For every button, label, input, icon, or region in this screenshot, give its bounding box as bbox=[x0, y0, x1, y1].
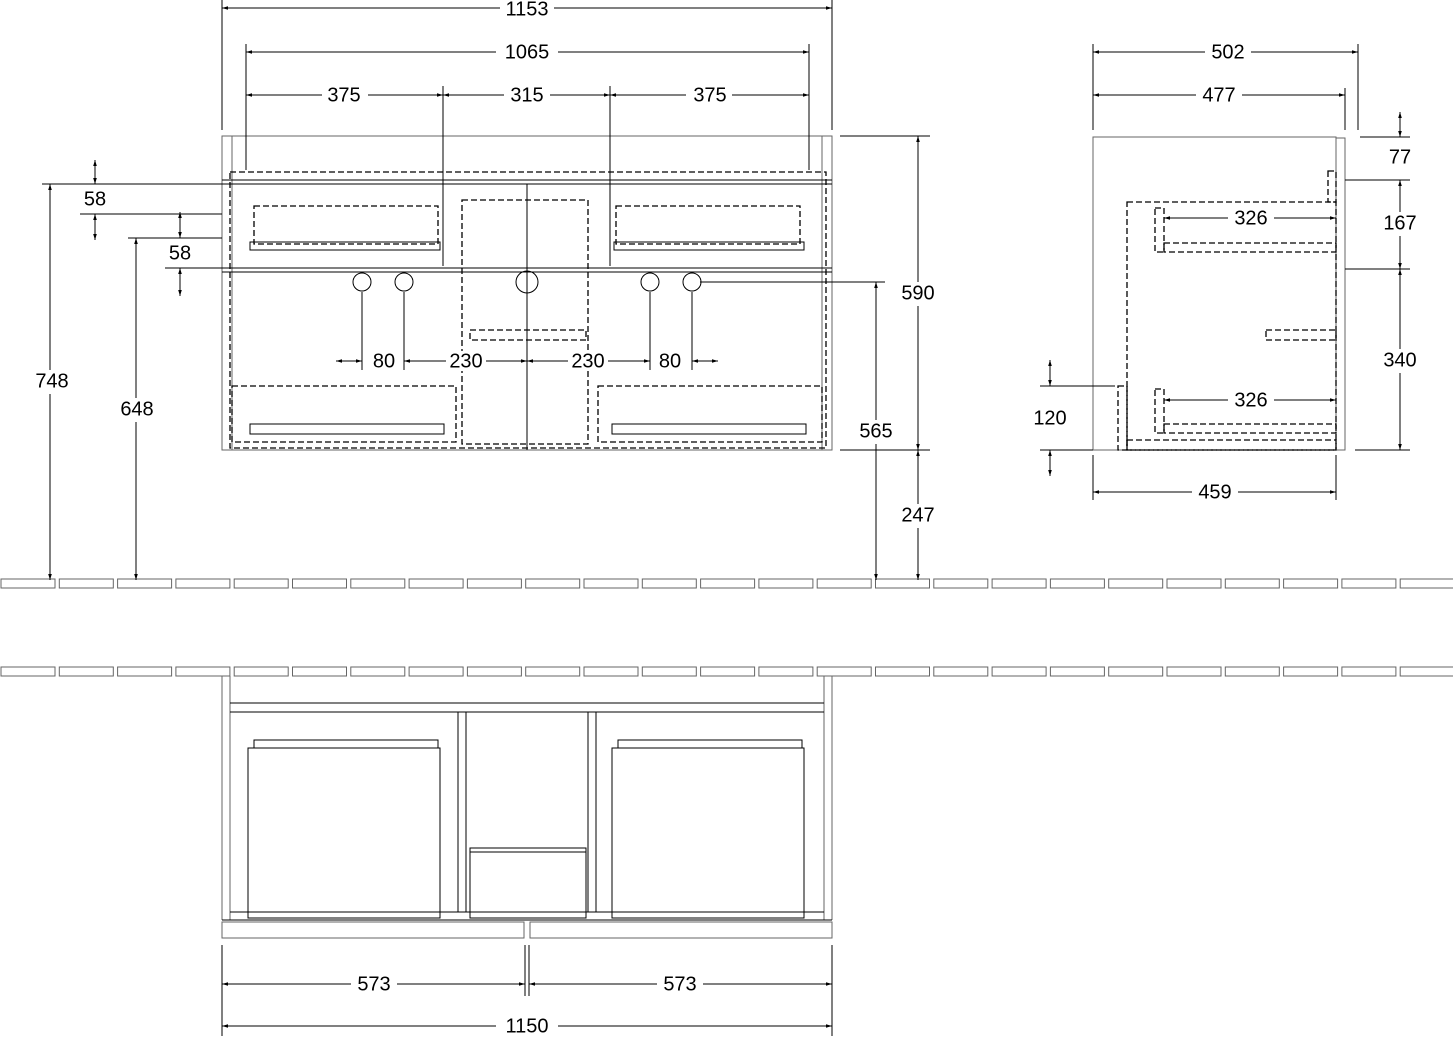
dim-upper-drawer-depth: 326 bbox=[1234, 207, 1267, 229]
floor-tile bbox=[1399, 666, 1453, 677]
dim-inner-depth: 459 bbox=[1198, 481, 1231, 503]
floor-tile bbox=[350, 578, 406, 589]
floor-tile bbox=[525, 666, 581, 677]
floor-tile bbox=[1049, 578, 1105, 589]
floor-tile bbox=[1341, 666, 1397, 677]
floor-tile bbox=[758, 666, 814, 677]
floor-tile bbox=[1166, 666, 1222, 677]
floor-tile bbox=[816, 578, 872, 589]
floor-tile bbox=[933, 666, 989, 677]
dim-second-offset: 58 bbox=[169, 242, 191, 264]
bottom-view: 573 573 1150 bbox=[221, 676, 833, 1037]
floor-tile bbox=[700, 666, 756, 677]
floor-tile bbox=[233, 666, 289, 677]
floor-tile bbox=[117, 578, 173, 589]
floor-tile bbox=[0, 578, 56, 589]
dim-tap-spacing: 230 bbox=[449, 350, 482, 372]
dim-right-half: 573 bbox=[663, 973, 696, 995]
floor-tile bbox=[408, 666, 464, 677]
dim-tap-spacing: 230 bbox=[571, 350, 604, 372]
dim-top-gap: 77 bbox=[1389, 146, 1411, 168]
dim-center-section: 315 bbox=[510, 84, 543, 106]
dim-left-section: 375 bbox=[327, 84, 360, 106]
floor-tile bbox=[175, 666, 231, 677]
floor-tile bbox=[525, 578, 581, 589]
floor-tile bbox=[991, 666, 1047, 677]
floor-tile bbox=[933, 578, 989, 589]
dim-inner-width: 1065 bbox=[505, 41, 550, 63]
dim-overall-width-bottom: 1150 bbox=[505, 1015, 548, 1037]
dim-cabinet-height: 590 bbox=[901, 282, 934, 304]
dim-total-height: 748 bbox=[35, 370, 68, 392]
floor-tile bbox=[466, 666, 522, 677]
floor-tile bbox=[292, 578, 347, 589]
floor-tile bbox=[233, 578, 289, 589]
floor-tile bbox=[816, 666, 872, 677]
dim-top-offset: 58 bbox=[84, 188, 106, 210]
floor-tile bbox=[583, 666, 639, 677]
floor-tile bbox=[758, 578, 814, 589]
side-view: 502 477 77 167 340 326 326 120 459 bbox=[1033, 41, 1422, 503]
floor-tile bbox=[991, 578, 1047, 589]
dim-lower-drawer-height: 340 bbox=[1383, 349, 1416, 371]
dim-upper-drawer-height: 167 bbox=[1383, 212, 1416, 234]
floor-line-lower bbox=[0, 666, 1453, 677]
floor-tile bbox=[700, 578, 756, 589]
floor-tile bbox=[1341, 578, 1397, 589]
dim-overall-depth: 502 bbox=[1211, 41, 1244, 63]
floor-tile bbox=[350, 666, 406, 677]
floor-tile bbox=[1166, 578, 1222, 589]
floor-tile bbox=[1224, 666, 1280, 677]
tap-hole-icons bbox=[352, 270, 702, 294]
dim-plinth-height: 120 bbox=[1033, 407, 1066, 429]
floor-tile bbox=[583, 578, 639, 589]
floor-tile bbox=[1108, 578, 1164, 589]
floor-tile bbox=[175, 578, 231, 589]
front-view: 1153 1065 375 315 375 58 58 748 648 590 … bbox=[30, 0, 939, 580]
floor-tile bbox=[408, 578, 464, 589]
floor-tile bbox=[1224, 578, 1280, 589]
floor-tile bbox=[58, 666, 114, 677]
dim-drain-height: 565 bbox=[859, 420, 892, 442]
floor-tile bbox=[875, 666, 930, 677]
dim-upper-height: 648 bbox=[120, 398, 153, 420]
floor-tile bbox=[466, 578, 522, 589]
floor-tile bbox=[58, 578, 114, 589]
floor-tile bbox=[1283, 578, 1339, 589]
dim-tap-spacing: 80 bbox=[659, 350, 681, 372]
floor-tile bbox=[292, 666, 347, 677]
dim-overall-width: 1153 bbox=[505, 0, 548, 20]
floor-tile bbox=[1049, 666, 1105, 677]
dim-body-depth: 477 bbox=[1202, 84, 1235, 106]
floor-tile bbox=[117, 666, 173, 677]
dim-floor-clearance: 247 bbox=[901, 504, 934, 526]
floor-tile bbox=[1399, 578, 1453, 589]
floor-line-upper bbox=[0, 578, 1453, 589]
floor-tile bbox=[0, 666, 56, 677]
floor-tile bbox=[641, 666, 697, 677]
floor-tile bbox=[875, 578, 930, 589]
dim-right-section: 375 bbox=[693, 84, 726, 106]
dim-lower-drawer-depth: 326 bbox=[1234, 389, 1267, 411]
floor-tile bbox=[641, 578, 697, 589]
dim-left-half: 573 bbox=[357, 973, 390, 995]
floor-tile bbox=[1283, 666, 1339, 677]
dim-tap-spacing: 80 bbox=[373, 350, 395, 372]
floor-tile bbox=[1108, 666, 1164, 677]
